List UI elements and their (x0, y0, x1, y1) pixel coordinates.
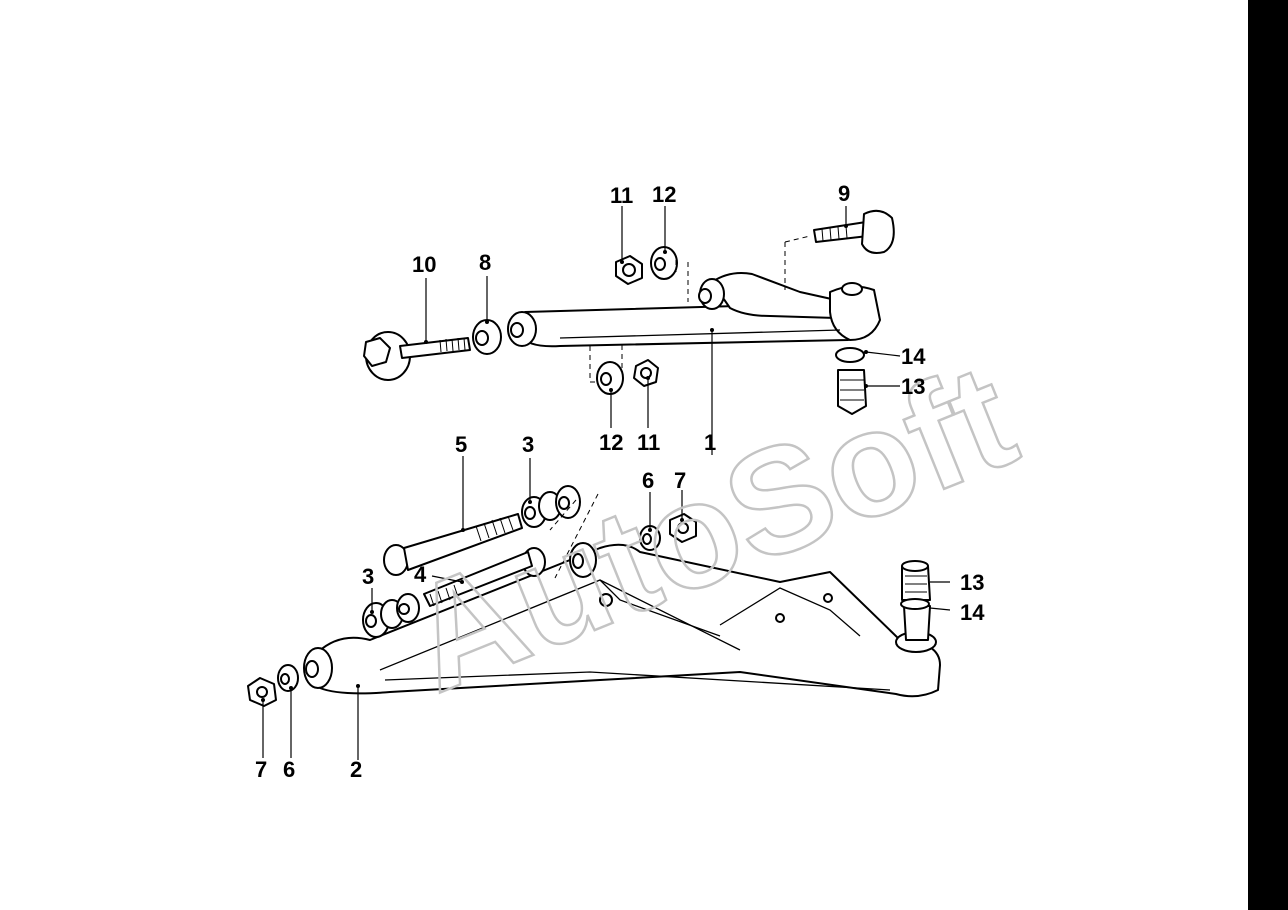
upper-control-arm (507, 272, 881, 348)
callout-12-top: 12 (652, 182, 676, 207)
bolt-9 (813, 209, 895, 254)
right-edge-bar (1248, 0, 1288, 910)
callout-12-bottom: 12 (599, 430, 623, 455)
nut-11-washer-12-top (615, 246, 678, 285)
callout-6-right: 6 (642, 468, 654, 493)
callout-7-right: 7 (674, 468, 686, 493)
callout-3-lower: 3 (362, 564, 374, 589)
bolt-5-assembly (383, 485, 581, 576)
callout-1: 1 (704, 430, 716, 455)
callout-7-left: 7 (255, 757, 267, 782)
washer-6-nut-7-right (639, 513, 697, 551)
callout-10: 10 (412, 252, 436, 277)
callout-8: 8 (479, 250, 491, 275)
nut-7-washer-6-left (247, 664, 299, 707)
callout-labels: 1 2 3 3 4 5 6 6 7 7 8 9 10 11 11 12 12 1… (255, 181, 985, 782)
lower-ball-joint (900, 560, 931, 641)
callout-13-upper: 13 (901, 374, 925, 399)
assembly-lines (549, 235, 811, 579)
washer-12-nut-11-bottom (596, 359, 659, 395)
callout-6-left: 6 (283, 757, 295, 782)
callout-3-upper: 3 (522, 432, 534, 457)
callout-14-lower: 14 (960, 600, 985, 625)
bolt-4-assembly (362, 547, 546, 638)
upper-ball-joint-hardware (835, 347, 867, 415)
callout-13-lower: 13 (960, 570, 984, 595)
callout-14-upper: 14 (901, 344, 926, 369)
callout-9: 9 (838, 181, 850, 206)
callout-11-bottom: 11 (637, 430, 660, 455)
callout-11-top: 11 (610, 183, 633, 208)
leader-lines (261, 206, 951, 760)
callout-2: 2 (350, 757, 362, 782)
suspension-exploded-view: AutoSoft 1 2 3 3 4 5 6 6 7 7 8 9 10 11 1… (247, 181, 1037, 782)
callout-5: 5 (455, 432, 467, 457)
callout-4: 4 (414, 562, 427, 587)
lower-control-arm (303, 542, 941, 698)
bolt-10-assembly (363, 319, 502, 381)
